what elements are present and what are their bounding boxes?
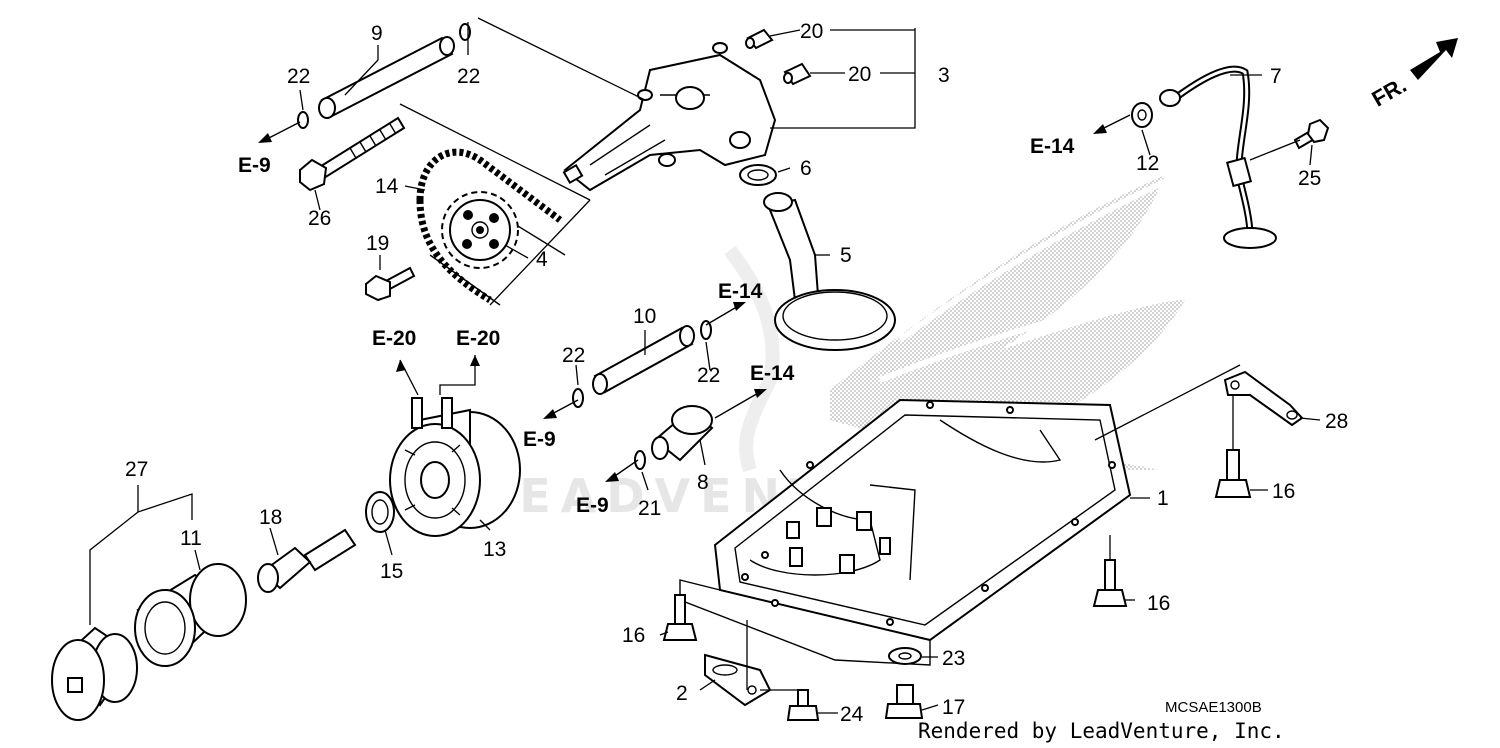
ref-label-e14-dipstick: E-14 (1030, 135, 1075, 158)
part-label-7: 7 (1270, 65, 1282, 88)
oil-drain-bolt (884, 684, 924, 719)
front-marker-label: FR. (1367, 72, 1410, 111)
part-label-26: 26 (308, 207, 331, 230)
oil-cooler (389, 397, 521, 537)
ref-label-e14-pipe: E-14 (718, 280, 763, 303)
part-label-2: 2 (676, 682, 688, 705)
front-direction-marker: FR. (1367, 38, 1458, 112)
drain-bolt-washer (888, 647, 922, 665)
flange-bolt-pan-left (662, 594, 698, 641)
part-label-27: 27 (125, 458, 148, 481)
part-label-11: 11 (180, 527, 202, 550)
ref-label-e9-lower: E-9 (576, 494, 609, 517)
joint-o-ring (634, 450, 646, 470)
oil-pan (679, 398, 1132, 666)
oil-pan-bracket-lower (704, 653, 772, 707)
part-label-18: 18 (259, 506, 282, 529)
flange-bolt-bracket (1214, 449, 1252, 498)
o-ring-upper-left (297, 111, 309, 129)
part-label-9: 9 (371, 22, 383, 45)
oil-filter-cap (51, 626, 138, 721)
part-label-22-upper-left: 22 (287, 65, 310, 88)
part-label-13: 13 (483, 538, 506, 561)
part-label-22-lower-left: 22 (562, 344, 585, 367)
part-label-22-lower-right: 22 (697, 364, 720, 387)
part-label-4: 4 (536, 248, 548, 271)
part-label-16-pan-left: 16 (622, 624, 645, 647)
leader-lines (89, 17, 1321, 714)
part-label-3: 3 (938, 64, 950, 87)
dipstick-washer (1131, 102, 1153, 128)
dowel-pin-upper (745, 28, 774, 50)
part-label-10: 10 (633, 305, 656, 328)
oil-pan-bracket-right (1223, 370, 1304, 427)
part-label-22-upper-right: 22 (457, 65, 480, 88)
render-credit: Rendered by LeadVenture, Inc. (918, 719, 1285, 743)
part-label-28: 28 (1325, 410, 1348, 433)
ref-label-e9-middle: E-9 (523, 428, 556, 451)
o-ring-lower-left (572, 388, 584, 408)
oil-pipe-upper (318, 36, 455, 119)
oil-cooler-joint (651, 405, 714, 462)
part-label-24: 24 (840, 703, 864, 726)
part-label-17: 17 (942, 696, 965, 719)
ref-label-e20-right: E-20 (456, 327, 500, 350)
ref-label-e14-joint: E-14 (750, 362, 795, 385)
oil-pump-sprocket (441, 191, 519, 269)
part-label-16-pan-right: 16 (1147, 592, 1170, 615)
part-label-20-lower: 20 (848, 63, 871, 86)
watermark-wing (830, 167, 1192, 470)
flange-bolt-pan-right (1092, 559, 1128, 607)
oil-dipstick (1159, 65, 1277, 249)
bracket-bolt (786, 689, 820, 721)
part-label-12: 12 (1136, 152, 1159, 175)
oil-filter (134, 563, 247, 667)
part-label-16-bracket: 16 (1272, 480, 1295, 503)
strainer-gasket (739, 164, 777, 186)
part-label-19: 19 (366, 232, 389, 255)
oil-strainer (763, 192, 896, 351)
part-label-23: 23 (942, 647, 965, 670)
sprocket-bolt (365, 266, 416, 302)
part-label-8: 8 (697, 471, 709, 494)
part-label-21: 21 (638, 497, 661, 520)
part-label-6: 6 (800, 157, 812, 180)
ref-label-e9-upper: E-9 (238, 154, 271, 177)
part-label-15: 15 (380, 560, 403, 583)
reference-arrows (258, 114, 1131, 482)
part-label-20-upper: 20 (800, 20, 823, 43)
dipstick-bolt (1293, 118, 1330, 150)
part-label-1: 1 (1157, 487, 1169, 510)
ref-label-e20-left: E-20 (372, 327, 416, 350)
flange-bolt-long (299, 116, 406, 192)
cooler-center-bolt (257, 528, 357, 593)
part-label-14: 14 (375, 175, 399, 198)
watermark-flame (724, 245, 780, 473)
cooler-gasket (365, 491, 395, 533)
oil-pipe-lower (592, 325, 695, 395)
diagram-code: MCSAE1300B (1165, 699, 1262, 716)
oil-pump (562, 42, 777, 192)
part-label-5: 5 (840, 244, 852, 267)
part-label-25: 25 (1298, 167, 1321, 190)
dowel-pin-lower (783, 62, 812, 86)
o-ring-lower-right (700, 320, 712, 340)
